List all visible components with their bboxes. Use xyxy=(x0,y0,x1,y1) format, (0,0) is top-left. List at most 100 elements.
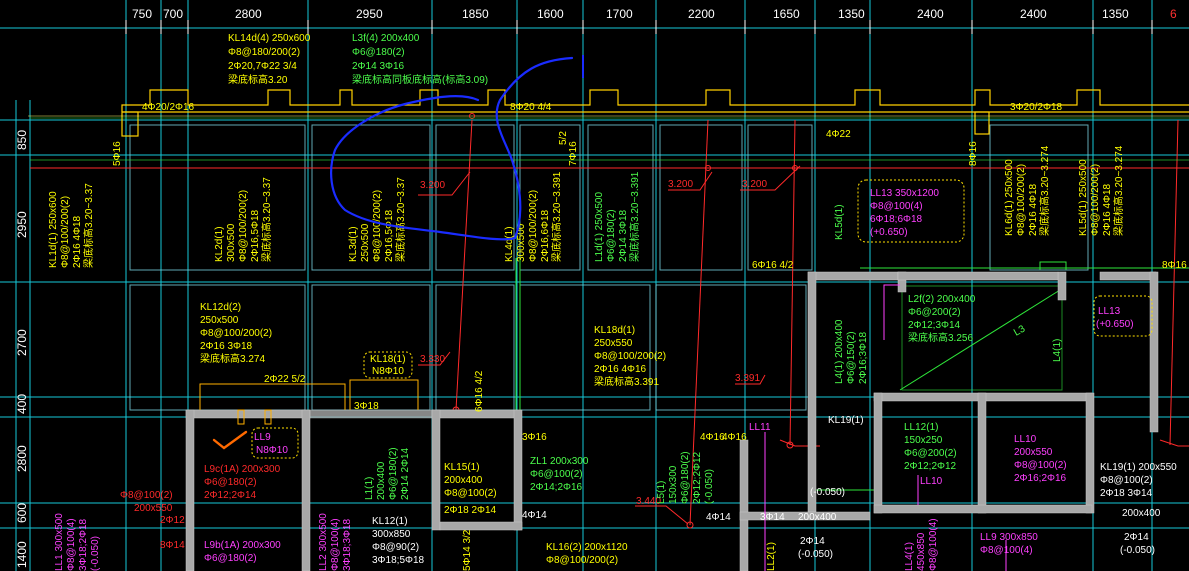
kl18d-4: 梁底标高3.391 xyxy=(594,375,659,388)
ll41-0: LL4(1) xyxy=(904,542,915,571)
elev-3200-b: 3.200 xyxy=(668,179,693,190)
label-kl6d: KL6d(1) 250x500 Φ8@100/200(2) 2Φ16 4Φ18 … xyxy=(1004,145,1051,236)
zl1-0: ZL1 200x300 xyxy=(530,456,589,467)
left-dim-3: 400 xyxy=(15,394,29,414)
kl1d-3: 梁底标高3.20~3.37 xyxy=(82,183,95,268)
label-2d14-b: 2Φ14 (-0.050) xyxy=(798,536,833,560)
kl3d-3: 2Φ16,5Φ18 xyxy=(384,209,395,262)
ll9-1: N8Φ10 xyxy=(256,445,288,456)
note-4d14-b: 4Φ14 xyxy=(706,512,731,523)
ll10a-0: LL10 xyxy=(1014,434,1037,445)
label-kl12d: KL12d(2) 250x500 Φ8@100/200(2) 2Φ16 3Φ18… xyxy=(200,302,272,365)
kl12-3: 3Φ18;5Φ18 xyxy=(372,555,425,566)
magenta-lines xyxy=(764,284,1007,571)
kl11-2: Φ6@180(2) xyxy=(388,447,399,500)
kl6d-2: 2Φ16 4Φ18 xyxy=(1028,183,1039,236)
label-ll10a: LL10 200x550 Φ8@100(2) 2Φ16;2Φ16 xyxy=(1014,434,1067,484)
l1d-1: Φ6@180(2) xyxy=(606,209,617,262)
note-200x400-b: 200x400 xyxy=(1122,508,1161,519)
kl16-1: Φ8@100/200(2) xyxy=(546,555,618,566)
kl5d1-2: 2Φ16 4Φ18 xyxy=(1102,183,1113,236)
top-bar-right: 3Φ20/2Φ18 xyxy=(1010,102,1063,113)
l9c-0: L9c(1A) 200x300 xyxy=(204,464,281,475)
kl12d-3: 2Φ16 3Φ18 xyxy=(200,341,253,352)
label-kl11: L1(1) 200x400 Φ6@180(2) 2Φ14 2Φ14 xyxy=(364,447,411,500)
elev-3200-c: 3.200 xyxy=(742,179,767,190)
ll13b-1: (+0.650) xyxy=(1096,319,1134,330)
label-l1d: L1d(1) 250x500 Φ6@180(2) 2Φ14 3Φ18 梁底标高3… xyxy=(594,171,641,262)
kl12d-1: 250x500 xyxy=(200,315,239,326)
n2d14-1: (-0.050) xyxy=(1120,545,1155,556)
kl2d-3: 2Φ16,5Φ18 xyxy=(250,209,261,262)
note-3d14: 3Φ14 xyxy=(760,512,785,523)
note-4d16-a: 4Φ16 xyxy=(700,432,725,443)
kl4d-3: 2Φ16,6Φ18 xyxy=(540,209,551,262)
ll13a-2: 6Φ18;6Φ18 xyxy=(870,214,923,225)
orange-check-markup xyxy=(212,430,248,450)
ll2-2: 3Φ18;3Φ18 xyxy=(342,518,353,571)
note-6d16-42: 6Φ16 4/2 xyxy=(752,260,794,271)
label-l9c: L9c(1A) 200x300 Φ6@180(2) 2Φ12;2Φ14 xyxy=(204,464,281,501)
l2f-0: L2f(2) 200x400 xyxy=(908,294,976,305)
top-bar-left: 4Φ20/2Φ16 xyxy=(142,102,195,113)
kl5d1-0: KL5d(1) 250x500 xyxy=(1078,159,1089,236)
kl18-1: N8Φ10 xyxy=(372,366,404,377)
label-ll2: LL2 300x500 Φ8@100(4) 3Φ18;3Φ18 xyxy=(318,513,353,571)
kl18d-2: Φ8@100/200(2) xyxy=(594,351,666,362)
kl6d-1: Φ8@100/200(2) xyxy=(1016,164,1027,236)
label-kl15: KL15(1) 200x400 Φ8@100(2) 2Φ18 2Φ14 xyxy=(444,462,497,516)
kl3d-4: 梁底标高3.20~3.37 xyxy=(394,177,407,262)
l3f-2: 2Φ14 3Φ16 xyxy=(352,61,405,72)
ll10a-1: 200x550 xyxy=(1014,447,1053,458)
l5-0: L5(1) xyxy=(656,481,667,504)
ll41-2: Φ8@100(4) xyxy=(928,518,939,571)
l2f-2: 2Φ12;3Φ14 xyxy=(908,320,961,331)
top-dim-8: 1650 xyxy=(773,7,800,21)
label-kl3d: KL3d(1) 250x500 Φ8@100/200(2) 2Φ16,5Φ18 … xyxy=(348,177,407,262)
label-ll10b: LL10 xyxy=(920,476,943,487)
l3f-3: 梁底标高同板底标高(标高3.09) xyxy=(352,73,488,86)
ll41-1: 450x850 xyxy=(916,532,927,571)
kl18d-1: 250x550 xyxy=(594,338,633,349)
note-4d14-a: 4Φ14 xyxy=(522,510,547,521)
l9c-2: 2Φ12;2Φ14 xyxy=(204,490,257,501)
ll1-1: Φ8@100(4) xyxy=(66,518,77,571)
top-beam-yellow xyxy=(28,89,1189,137)
kl12d-0: KL12d(2) xyxy=(200,302,241,313)
kl12d-4: 梁底标高3.274 xyxy=(200,352,265,365)
label-kl19: KL19(1) xyxy=(828,415,864,426)
top-dim-4: 1850 xyxy=(462,7,489,21)
left-dim-1: 2950 xyxy=(15,211,29,238)
kl11-1: 200x400 xyxy=(376,461,387,500)
ll9c-1: Φ8@100(4) xyxy=(980,545,1033,556)
kl19b-0: KL19(1) 200x550 xyxy=(1100,462,1177,473)
label-ll11: LL11 xyxy=(749,422,771,433)
l9c-1: Φ6@180(2) xyxy=(204,477,257,488)
l5-1: 150x300 xyxy=(668,465,679,504)
label-kl14d: KL14d(4) 250x600 Φ8@180/200(2) 2Φ20,7Φ22… xyxy=(228,33,311,86)
l5-2: Φ6@180(2) xyxy=(680,451,691,504)
callout-boxes xyxy=(251,179,1153,459)
kl16-0: KL16(2) 200x1120 xyxy=(546,542,628,553)
note-7d16: 7Φ16 xyxy=(568,141,579,166)
kl1d-0: KL1d(1) 250x600 xyxy=(48,191,59,268)
kl12-0: KL12(1) xyxy=(372,516,408,527)
top-dim-2: 2800 xyxy=(235,7,262,21)
zl1-2: 2Φ14;2Φ16 xyxy=(530,482,583,493)
label-kl5d: KL5d(1) xyxy=(834,204,845,240)
n8d100-0: Φ8@100(2) xyxy=(120,490,173,501)
left-dim-2: 2700 xyxy=(15,329,29,356)
kl3d-1: 250x500 xyxy=(360,223,371,262)
note-3d18: 3Φ18 xyxy=(354,401,379,412)
kl18-0: KL18(1) xyxy=(370,354,406,365)
ll2-1: Φ8@100(4) xyxy=(330,518,341,571)
kl1d-1: Φ8@100/200(2) xyxy=(60,196,71,268)
ll13a-3: (+0.650) xyxy=(870,227,908,238)
left-dim-4: 2800 xyxy=(15,445,29,472)
kl15-2: Φ8@100(2) xyxy=(444,488,497,499)
top-dim-1: 700 xyxy=(163,7,183,21)
label-l2f: L2f(2) 200x400 Φ6@200(2) 2Φ12;3Φ14 梁底标高3… xyxy=(908,294,976,344)
kl12-2: Φ8@90(2) xyxy=(372,542,419,553)
label-ll13b: LL13 (+0.650) xyxy=(1096,306,1134,330)
l5-3: 2Φ12;2Φ12 xyxy=(692,451,703,504)
